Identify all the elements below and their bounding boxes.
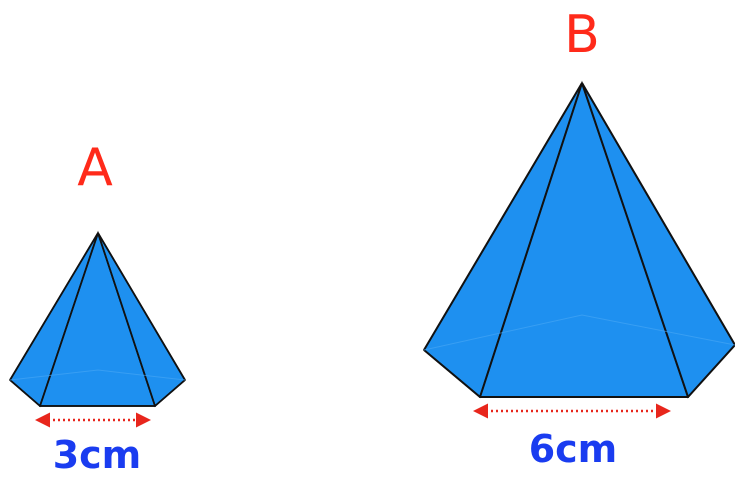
pyramid-a-edge <box>39 232 99 407</box>
pyramid-a-edge <box>9 232 99 381</box>
pyramid-b-edge <box>581 82 689 398</box>
pyramid-b-base-edge <box>423 344 735 398</box>
pyramid-a-edge <box>97 232 156 407</box>
pyramid-a-edge <box>97 232 186 381</box>
pyramid-b-edge <box>423 82 583 351</box>
dimension-label-a: 3cm <box>53 433 142 477</box>
pyramid-a-base-edge <box>9 379 186 407</box>
dimension-label-b: 6cm <box>529 427 618 471</box>
pyramid-b-hidden-base <box>423 314 735 351</box>
pyramid-a-hidden-base <box>9 369 186 381</box>
pyramid-b-label: B <box>564 5 600 65</box>
pyramid-a <box>9 230 186 408</box>
pyramid-a-label: A <box>77 138 113 198</box>
pyramid-b-edge <box>479 82 583 398</box>
pyramid-b-edge <box>581 82 735 346</box>
pyramid-b <box>423 80 735 399</box>
